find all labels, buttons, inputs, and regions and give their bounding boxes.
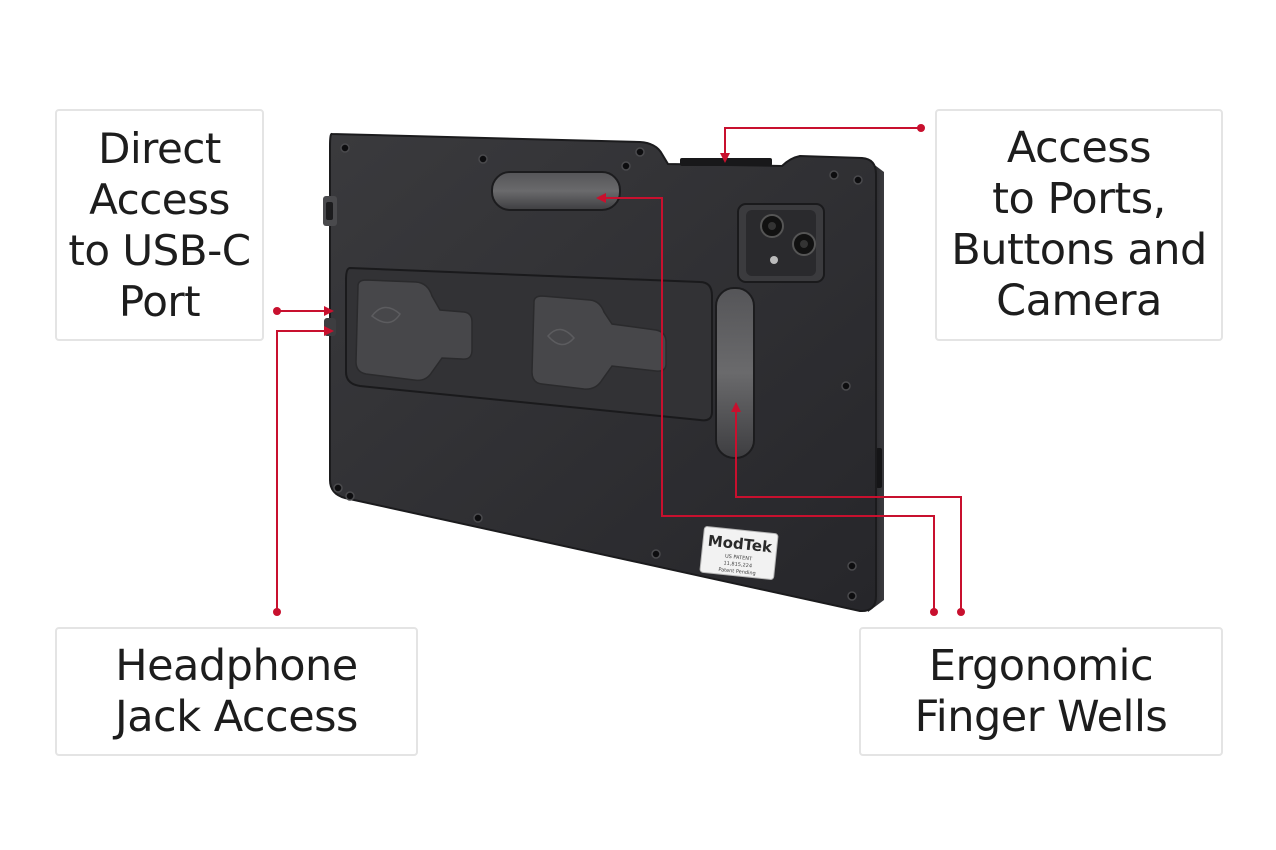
left-grip xyxy=(355,279,473,382)
leader-arrowheads xyxy=(324,153,741,412)
patent-line-3: Patent Pending xyxy=(718,567,756,577)
top-port-slot xyxy=(680,158,772,166)
leader-dots xyxy=(273,124,965,616)
ports-leader xyxy=(724,127,921,156)
patent-line-1: US PATENT xyxy=(725,554,754,563)
headphone-leader xyxy=(276,330,326,612)
right-grip xyxy=(531,295,667,390)
finger-well-leader-2 xyxy=(735,410,962,612)
patent-line-2: 11,815,224 xyxy=(723,560,752,569)
callout-headphone-jack: Headphone Jack Access xyxy=(55,627,418,756)
screws xyxy=(333,143,863,601)
callout-finger-wells: Ergonomic Finger Wells xyxy=(859,627,1223,756)
brand-badge: ModTek US PATENT 11,815,224 Patent Pendi… xyxy=(699,526,779,580)
callout-usb-c: Direct Access to USB-C Port xyxy=(55,109,264,341)
finger-well-top xyxy=(491,171,621,211)
finger-well-leader-1 xyxy=(603,197,935,612)
camera-cutout xyxy=(737,203,825,283)
callout-ports-buttons-camera: Access to Ports, Buttons and Camera xyxy=(935,109,1223,341)
leader-lines xyxy=(276,127,962,612)
